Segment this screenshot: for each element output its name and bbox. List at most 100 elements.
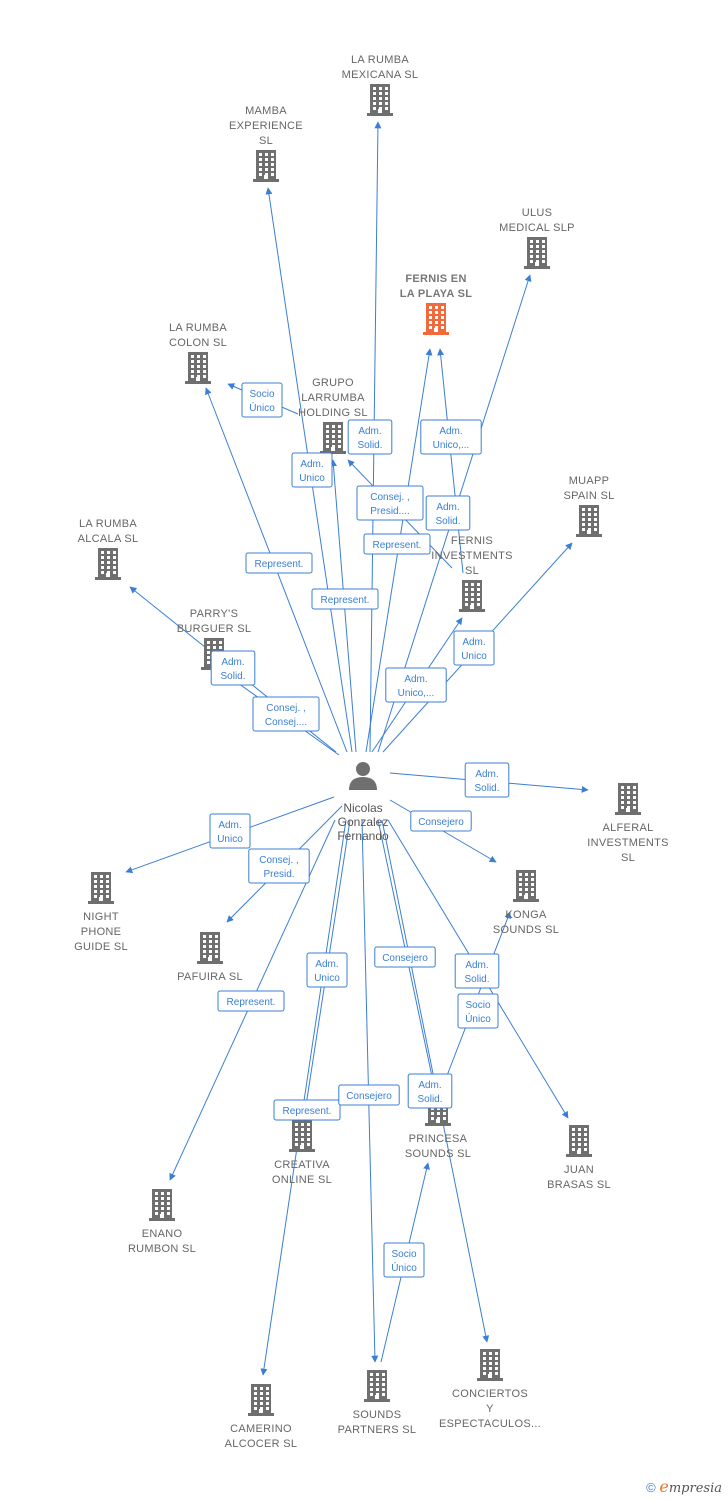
person-label: Fernando [337, 829, 389, 843]
edge-label-text: Único [391, 1261, 417, 1274]
edge-label-text: Unico [217, 834, 243, 845]
edge-label-text: Solid. [474, 783, 499, 794]
edge-label[interactable]: Adm. Unico,... [385, 667, 447, 703]
node-label: HOLDING SL [298, 407, 368, 419]
node-label: BURGUER SL [177, 623, 252, 635]
node-label: CREATIVA [274, 1159, 330, 1171]
edge-label-box [248, 848, 310, 884]
edge-label[interactable]: Represent. [245, 552, 313, 574]
edge-label[interactable]: Represent. [217, 990, 285, 1012]
edge-label-text: Adm. [462, 637, 485, 648]
edge-labels-layer: Adm.Solid.Adm.UnicoAdm.Unico,...Represen… [209, 382, 510, 1278]
edge-label[interactable]: Adm.Unico [306, 952, 348, 988]
node-label: PRINCESA [409, 1133, 468, 1145]
edge-label[interactable]: Consejero [374, 946, 436, 968]
node-label: ESPECTACULOS... [439, 1418, 541, 1430]
edge-label[interactable]: Adm.Unico,... [420, 419, 482, 455]
person-label: Gonzalez [338, 815, 389, 829]
node-label: CAMERINO [230, 1423, 292, 1435]
edge-label-text: Presid. [263, 869, 294, 880]
node-la-rumba-mexicana[interactable]: LA RUMBA MEXICANA SL [342, 54, 419, 116]
building-icon [477, 1349, 503, 1381]
building-icon [88, 872, 114, 904]
building-icon [615, 783, 641, 815]
node-label: SL [465, 565, 479, 577]
edge-label-text: Adm. [221, 657, 244, 668]
brand-logo-initial: e [659, 1477, 669, 1496]
node-label: SPAIN SL [563, 490, 614, 502]
edge-label-text: Adm. [439, 426, 462, 437]
node-label: COLON SL [169, 337, 227, 349]
edge-label-text: Solid. [220, 671, 245, 682]
edge-label-box [338, 1084, 400, 1106]
edge-label-text: Adm. [404, 674, 427, 685]
edge-label[interactable]: Adm.Solid. [347, 419, 393, 455]
edge-label[interactable]: Represent. [311, 588, 379, 610]
node-label: LA RUMBA [351, 54, 409, 66]
edge-label[interactable]: Adm. Solid. [210, 650, 256, 686]
edge-label-text: Adm. [315, 959, 338, 970]
edge-label[interactable]: Consej. ,Presid.... [356, 485, 424, 521]
edge-label[interactable]: Represent. [363, 533, 431, 555]
node-label: ALCOCER SL [225, 1438, 298, 1450]
node-label: SL [621, 852, 635, 864]
building-icon [513, 870, 539, 902]
edge-label-box [252, 696, 320, 732]
node-label: SOUNDS [353, 1409, 402, 1421]
edge-label[interactable]: Adm.Solid. [425, 495, 471, 531]
edge-label-text: Consej. , [266, 703, 305, 714]
edge-label-text: Adm. [475, 769, 498, 780]
edge-label[interactable]: Adm. Unico [453, 630, 495, 666]
building-icon [423, 303, 449, 335]
node-label: SL [259, 135, 273, 147]
node-label: EXPERIENCE [229, 120, 303, 132]
edges-layer [125, 121, 589, 1376]
edge-label[interactable]: Adm.Solid. [454, 953, 500, 989]
node-label: MEXICANA SL [342, 69, 419, 81]
node-konga-sounds[interactable]: KONGA SOUNDS SL [493, 870, 559, 936]
node-label: KONGA [505, 909, 547, 921]
edge-label[interactable]: Adm.Unico [291, 452, 333, 488]
node-pafuira[interactable]: PAFUIRA SL [177, 932, 243, 983]
edge-label[interactable]: Represent. [273, 1099, 341, 1121]
node-label: SOUNDS SL [493, 924, 559, 936]
edge-label-text: Represent. [373, 540, 422, 551]
node-conciertos-espectaculos[interactable]: CONCIERTOSYESPECTACULOS... [439, 1349, 541, 1430]
edge-label-text: Unico [461, 651, 487, 662]
edge-label-box [453, 630, 495, 666]
edge-label-text: Adm. [436, 502, 459, 513]
edge-label[interactable]: Adm. Solid. [464, 762, 510, 798]
edge-label-text: Unico,... [398, 688, 435, 699]
node-camerino-alcocer[interactable]: CAMERINO ALCOCER SL [225, 1384, 298, 1450]
edge-label-text: Consej.... [265, 717, 307, 728]
building-icon [197, 932, 223, 964]
edge-label[interactable]: Consej. ,Presid. [248, 848, 310, 884]
edge-label[interactable]: Consejero [338, 1084, 400, 1106]
building-icon [149, 1189, 175, 1221]
edge-label[interactable]: Consejero [410, 810, 472, 832]
edge-label-box [347, 419, 393, 455]
node-label: ENANO [142, 1228, 183, 1240]
edge-label[interactable]: Consej. , Consej.... [252, 696, 320, 732]
edge-label[interactable]: Adm.Solid. [407, 1073, 453, 1109]
edge-label[interactable]: Adm.Unico [209, 813, 251, 849]
